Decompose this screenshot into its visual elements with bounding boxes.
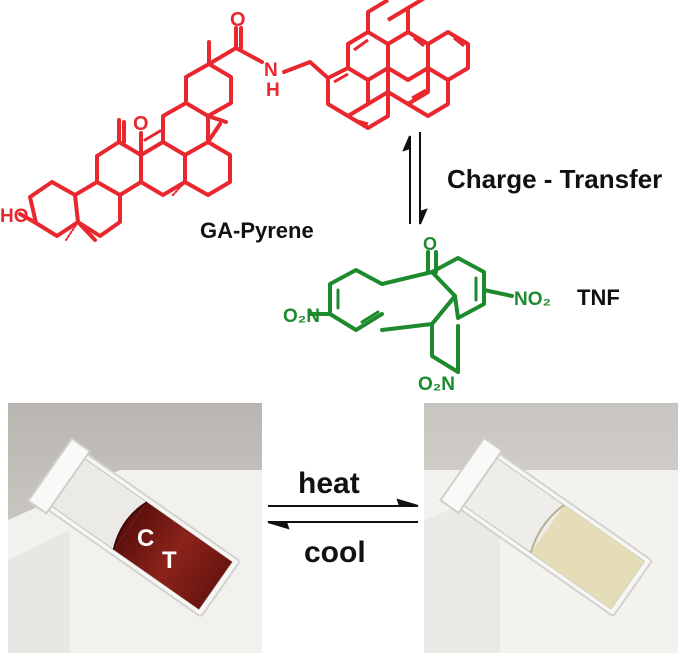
equilibrium-label: Charge - Transfer bbox=[447, 164, 662, 194]
tnf-right-nitro: NO₂ bbox=[514, 289, 551, 310]
ct-label-t: T bbox=[162, 547, 177, 574]
ga-hydroxyl: HO bbox=[0, 206, 29, 227]
left-liquid bbox=[113, 502, 233, 610]
pyrene-top-rings bbox=[366, 0, 410, 32]
tnf-structure bbox=[308, 250, 514, 374]
ga-ketone-oxygen: O bbox=[133, 113, 149, 135]
right-liquid bbox=[530, 505, 645, 609]
ga-pyrene-structure bbox=[18, 26, 330, 242]
tnf-ketone-oxygen: O bbox=[423, 234, 437, 254]
ga-nh-hydrogen: H bbox=[266, 80, 280, 101]
ct-label-c: C bbox=[137, 525, 154, 552]
heat-label: heat bbox=[298, 467, 360, 500]
cool-label: cool bbox=[304, 536, 366, 569]
process-arrows bbox=[267, 498, 419, 530]
photo-left-gel: C T bbox=[8, 403, 262, 653]
ga-pyrene-label: GA-Pyrene bbox=[200, 218, 314, 243]
pyrene-rings bbox=[326, 0, 470, 130]
tnf-left-nitro: O₂N bbox=[283, 306, 320, 327]
tnf-bottom-nitro: O₂N bbox=[418, 374, 455, 395]
tnf-label: TNF bbox=[577, 285, 620, 310]
ga-amide-oxygen: O bbox=[230, 9, 246, 31]
photo-right-sol bbox=[424, 403, 678, 653]
ga-nh-nitrogen: N bbox=[264, 60, 278, 81]
equilibrium-arrows bbox=[402, 132, 428, 225]
